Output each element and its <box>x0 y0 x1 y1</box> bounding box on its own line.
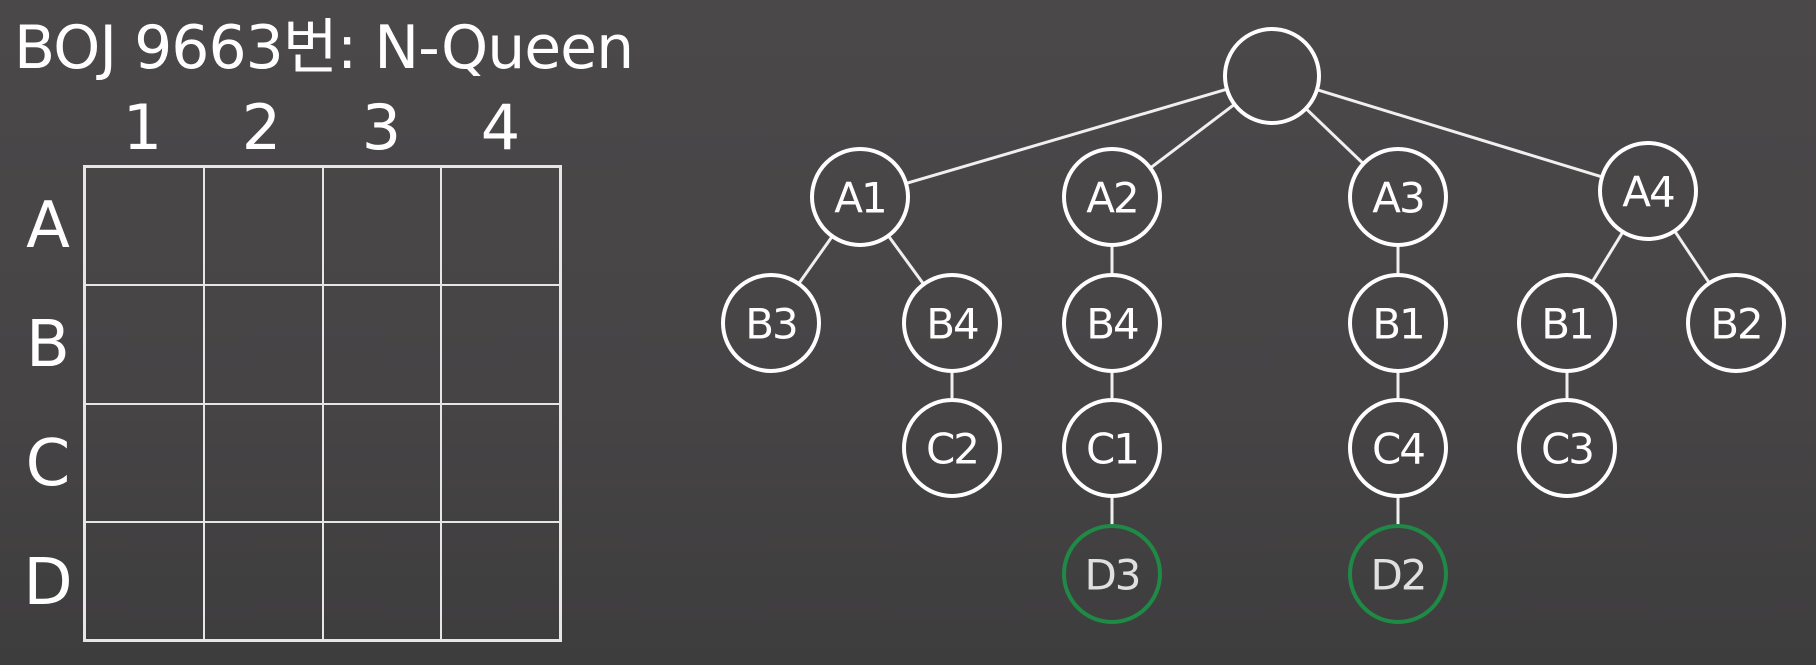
tree-edge-a1-to-a1-b3 <box>797 235 834 285</box>
tree-node-a4-b1: B1 <box>1517 273 1617 373</box>
tree-node-circle <box>902 398 1002 498</box>
tree-edge-a4-to-a4-b2 <box>1673 230 1711 284</box>
board-cell-c3 <box>322 403 442 522</box>
board-cell-a1 <box>85 167 204 286</box>
tree-node-label: A2 <box>1086 174 1137 223</box>
row-label-b: B <box>26 308 70 382</box>
tree-node-label: B2 <box>1710 300 1762 349</box>
tree-node-label: C3 <box>1541 425 1593 474</box>
column-label-3: 3 <box>361 91 402 164</box>
tree-node-a4: A4 <box>1598 141 1698 241</box>
tree-node-circle <box>1517 398 1617 498</box>
tree-node-label: B4 <box>926 300 978 349</box>
tree-node-label: D3 <box>1084 551 1139 600</box>
tree-node-label: B3 <box>745 300 797 349</box>
tree-node-circle <box>1062 273 1162 373</box>
board-cell-b3 <box>322 285 442 404</box>
tree-node-label: C4 <box>1372 425 1424 474</box>
board-cell-b4 <box>441 285 560 404</box>
tree-node-circle <box>902 273 1002 373</box>
tree-node-root <box>1223 27 1321 125</box>
board-cell-b2 <box>203 285 323 404</box>
column-label-4: 4 <box>480 91 521 164</box>
tree-node-circle <box>1062 524 1162 624</box>
tree-node-circle <box>810 147 910 247</box>
tree-node-label: B1 <box>1372 300 1424 349</box>
tree-node-a3-b1-c4: C4 <box>1348 398 1448 498</box>
tree-node-a3-b1: B1 <box>1348 273 1448 373</box>
board-cell-b1 <box>85 285 204 404</box>
board-cell-d1 <box>85 521 204 640</box>
column-label-1: 1 <box>122 91 163 164</box>
tree-node-a2: A2 <box>1062 147 1162 247</box>
tree-edge-root-to-a3 <box>1304 107 1365 165</box>
row-label-a: A <box>26 189 70 263</box>
tree-node-circle <box>1062 398 1162 498</box>
tree-node-label: A1 <box>834 174 885 223</box>
board-cell-a4 <box>441 167 560 286</box>
tree-node-circle <box>1517 273 1617 373</box>
tree-node-a4-b2: B2 <box>1686 273 1786 373</box>
tree-node-a2-b4-c1: C1 <box>1062 398 1162 498</box>
board-cell-c1 <box>85 403 204 522</box>
board-cell-a3 <box>322 167 442 286</box>
tree-edge-root-to-a4 <box>1316 88 1603 179</box>
tree-edge-root-to-a1 <box>905 87 1228 185</box>
tree-node-label: B1 <box>1541 300 1593 349</box>
tree-node-circle <box>1348 524 1448 624</box>
tree-node-a1-b3: B3 <box>721 273 821 373</box>
board-cell-d2 <box>203 521 323 640</box>
tree-node-a1-b4-c2: C2 <box>902 398 1002 498</box>
tree-node-circle <box>1348 147 1448 247</box>
tree-node-circle <box>1348 398 1448 498</box>
column-label-2: 2 <box>241 91 282 164</box>
tree-node-label: D2 <box>1370 551 1425 600</box>
tree-edges <box>797 87 1711 526</box>
chess-board <box>83 165 562 642</box>
tree-node-circle <box>1598 141 1698 241</box>
tree-node-label: A4 <box>1622 168 1674 217</box>
board-cell-a2 <box>203 167 323 286</box>
tree-node-circle <box>1062 147 1162 247</box>
tree-node-label: C2 <box>926 425 978 474</box>
tree-node-circle <box>1686 273 1786 373</box>
tree-edge-a4-to-a4-b1 <box>1590 231 1625 283</box>
page-title: BOJ 9663번: N-Queen <box>14 13 634 83</box>
tree-node-a3: A3 <box>1348 147 1448 247</box>
tree-node-label: A3 <box>1372 174 1423 223</box>
tree-node-circle <box>1348 273 1448 373</box>
board-cell-c4 <box>441 403 560 522</box>
tree-node-label: C1 <box>1086 425 1138 474</box>
board-cell-d3 <box>322 521 442 640</box>
tree-node-a3-b1-c4-d2: D2 <box>1348 524 1448 624</box>
tree-node-a4-b1-c3: C3 <box>1517 398 1617 498</box>
tree-node-circle <box>1223 27 1321 125</box>
tree-node-a2-b4-c1-d3: D3 <box>1062 524 1162 624</box>
tree-node-label: B4 <box>1086 300 1138 349</box>
board-cell-d4 <box>441 521 560 640</box>
board-cell-c2 <box>203 403 323 522</box>
tree-edge-a1-to-a1-b4 <box>887 234 925 286</box>
tree-edge-root-to-a2 <box>1149 103 1236 170</box>
tree-node-circle <box>721 273 821 373</box>
tree-node-a2-b4: B4 <box>1062 273 1162 373</box>
tree-node-a1: A1 <box>810 147 910 247</box>
tree-node-a1-b4: B4 <box>902 273 1002 373</box>
row-label-d: D <box>23 546 73 620</box>
row-label-c: C <box>25 427 71 501</box>
